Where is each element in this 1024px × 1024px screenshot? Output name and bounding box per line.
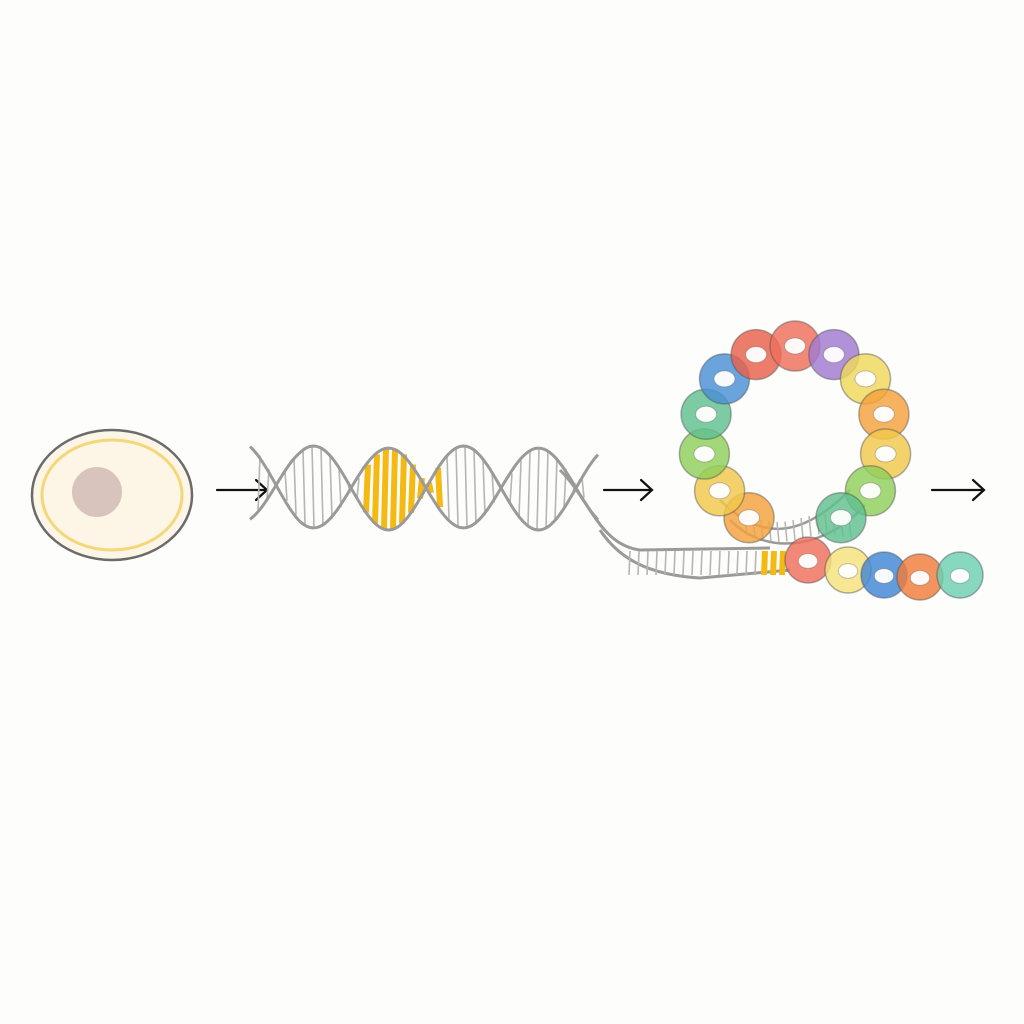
protein-unit bbox=[860, 551, 908, 599]
base-pair bbox=[293, 458, 297, 515]
protein-unit-hole bbox=[874, 445, 897, 463]
base-pair bbox=[356, 478, 360, 499]
protein-unit-hole bbox=[713, 370, 736, 388]
highlighted-base-pair bbox=[770, 550, 777, 576]
base-pair bbox=[664, 550, 667, 576]
arrow-2 bbox=[602, 478, 654, 502]
base-pair bbox=[792, 519, 796, 541]
base-pair bbox=[473, 449, 477, 525]
highlighted-base-pair bbox=[761, 550, 768, 576]
highlighted-base-pair bbox=[381, 448, 389, 530]
base-pair bbox=[784, 521, 788, 542]
dna-strand-2 bbox=[248, 445, 600, 530]
highlighted-base-pair bbox=[372, 454, 380, 524]
base-pair bbox=[628, 550, 631, 576]
dna-strand-1 bbox=[249, 444, 600, 532]
base-pair bbox=[509, 473, 513, 504]
cell-inner-ring bbox=[40, 438, 184, 552]
protein-unit-hole bbox=[854, 370, 877, 388]
base-pair bbox=[446, 455, 450, 519]
protein-unit-hole bbox=[872, 405, 895, 423]
base-pair bbox=[536, 448, 540, 530]
highlighted-base-pair bbox=[390, 448, 398, 530]
base-pair bbox=[257, 455, 261, 512]
protein-unit-hole bbox=[859, 482, 882, 500]
base-pair bbox=[527, 451, 531, 526]
base-pair bbox=[637, 550, 640, 576]
base-pair bbox=[800, 517, 804, 539]
protein-unit-hole bbox=[837, 563, 859, 579]
protein-unit-hole bbox=[797, 553, 819, 569]
base-pair bbox=[646, 550, 649, 576]
base-pair bbox=[284, 470, 288, 501]
protein-unit-hole bbox=[738, 509, 760, 527]
base-pair bbox=[754, 550, 757, 576]
base-pair bbox=[691, 550, 694, 576]
protein-unit-hole bbox=[830, 509, 852, 527]
protein-ring bbox=[678, 320, 912, 544]
protein-unit bbox=[896, 553, 944, 601]
protein-unit-hole bbox=[822, 346, 845, 364]
protein-unit-hole bbox=[695, 405, 718, 423]
highlighted-base-pair bbox=[399, 454, 407, 524]
base-pair bbox=[808, 515, 812, 537]
base-pair bbox=[718, 550, 721, 576]
base-pair bbox=[302, 450, 306, 525]
arrow-3 bbox=[930, 478, 986, 502]
base-pair bbox=[518, 460, 522, 517]
base-pair bbox=[673, 550, 676, 576]
base-pair bbox=[554, 457, 558, 521]
highlighted-base-pair bbox=[408, 464, 416, 513]
base-pair bbox=[311, 446, 315, 528]
base-pair bbox=[545, 450, 549, 528]
base-pair bbox=[329, 455, 333, 519]
protein-unit-hole bbox=[909, 570, 931, 586]
base-pair bbox=[736, 550, 739, 576]
dna-strand-connector bbox=[558, 468, 771, 552]
protein-unit bbox=[858, 388, 910, 440]
protein-unit bbox=[769, 320, 821, 372]
protein-unit bbox=[815, 491, 867, 544]
protein-unit-hole bbox=[949, 568, 971, 584]
protein-unit-hole bbox=[873, 568, 895, 584]
base-pair bbox=[455, 448, 459, 526]
base-pair bbox=[727, 550, 730, 576]
base-pair bbox=[320, 448, 324, 526]
protein-unit bbox=[936, 551, 984, 599]
highlighted-base-pair bbox=[363, 464, 371, 513]
base-pair bbox=[655, 550, 658, 576]
protein-unit-hole bbox=[708, 482, 731, 500]
base-pair bbox=[581, 477, 585, 498]
protein-unit bbox=[784, 536, 832, 584]
base-pair bbox=[776, 521, 780, 543]
base-pair bbox=[709, 550, 712, 576]
protein-unit-hole bbox=[745, 346, 768, 364]
base-pair bbox=[482, 459, 486, 516]
dna-double-helix bbox=[248, 444, 600, 532]
protein-unit-hole bbox=[784, 337, 806, 355]
highlighted-base-pair bbox=[779, 550, 786, 576]
base-pair bbox=[338, 467, 342, 508]
protein-tail bbox=[784, 536, 984, 601]
dna-strand-connector bbox=[598, 529, 791, 580]
base-pair bbox=[464, 446, 468, 528]
protein-unit-hole bbox=[693, 445, 716, 463]
cell bbox=[30, 428, 194, 562]
base-pair bbox=[700, 550, 703, 576]
nucleus bbox=[72, 467, 122, 517]
highlighted-base-pair bbox=[435, 467, 443, 508]
base-pair bbox=[745, 550, 748, 576]
base-pair bbox=[682, 550, 685, 576]
